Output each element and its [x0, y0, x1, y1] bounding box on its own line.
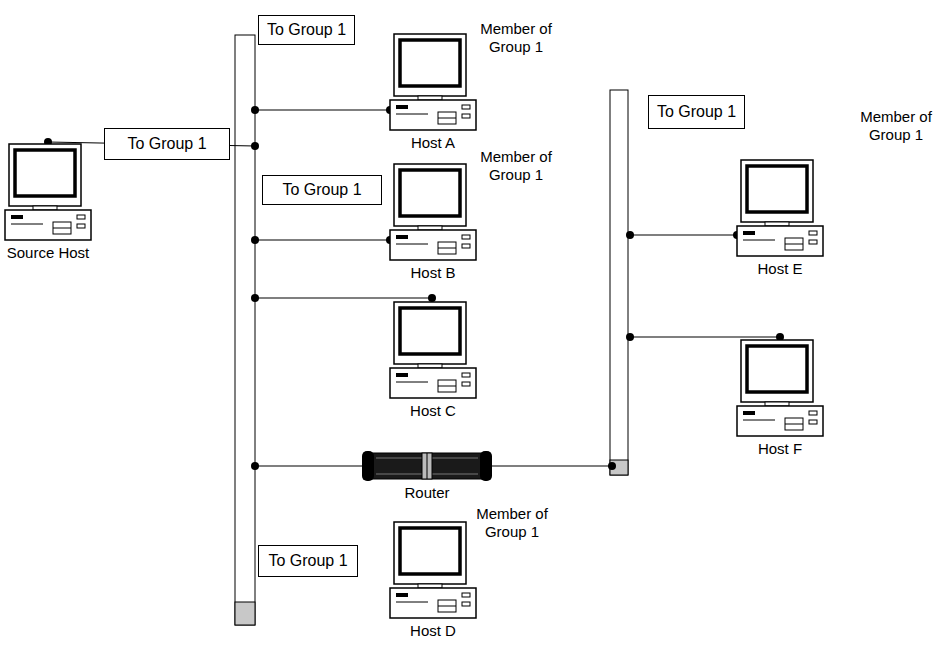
message-box: To Group 1 [262, 175, 382, 205]
group-member-label: Member of Group 1 [853, 108, 939, 144]
host-label: Host F [715, 440, 845, 457]
message-text: To Group 1 [282, 181, 361, 199]
host-label: Host E [715, 260, 845, 277]
message-text: To Group 1 [127, 135, 206, 153]
message-box: To Group 1 [104, 128, 230, 160]
bus-segment [235, 35, 255, 625]
message-text: To Group 1 [268, 552, 347, 570]
host-computer: Host F [735, 338, 825, 438]
message-text: To Group 1 [267, 21, 346, 39]
host-label: Host C [368, 402, 498, 419]
host-computer: Host B [388, 162, 478, 262]
host-computer: Host A [388, 32, 478, 132]
host-label: Host D [368, 622, 498, 639]
host-computer: Source Host [3, 142, 93, 242]
message-box: To Group 1 [648, 95, 745, 129]
group-member-label: Member of Group 1 [472, 20, 560, 56]
bus-terminator [235, 602, 255, 625]
group-member-label: Member of Group 1 [472, 148, 560, 184]
message-text: To Group 1 [657, 103, 736, 121]
computer-icon [388, 300, 478, 400]
host-label: Host B [368, 264, 498, 281]
host-computer: Host C [388, 300, 478, 400]
host-computer: Host E [735, 158, 825, 258]
computer-icon [3, 142, 93, 242]
router-icon [362, 450, 492, 482]
message-box: To Group 1 [258, 15, 355, 45]
router-label: Router [342, 484, 512, 501]
host-wires [48, 110, 780, 466]
computer-icon [388, 32, 478, 132]
computer-icon [735, 338, 825, 438]
computer-icon [388, 520, 478, 620]
host-computer: Host D [388, 520, 478, 620]
computer-icon [735, 158, 825, 258]
message-box: To Group 1 [258, 545, 358, 577]
bus-segment [610, 90, 628, 475]
host-label: Host A [368, 134, 498, 151]
router: Router [362, 450, 492, 482]
host-label: Source Host [0, 244, 113, 261]
group-member-label: Member of Group 1 [468, 505, 556, 541]
computer-icon [388, 162, 478, 262]
connection-dots [44, 106, 784, 470]
